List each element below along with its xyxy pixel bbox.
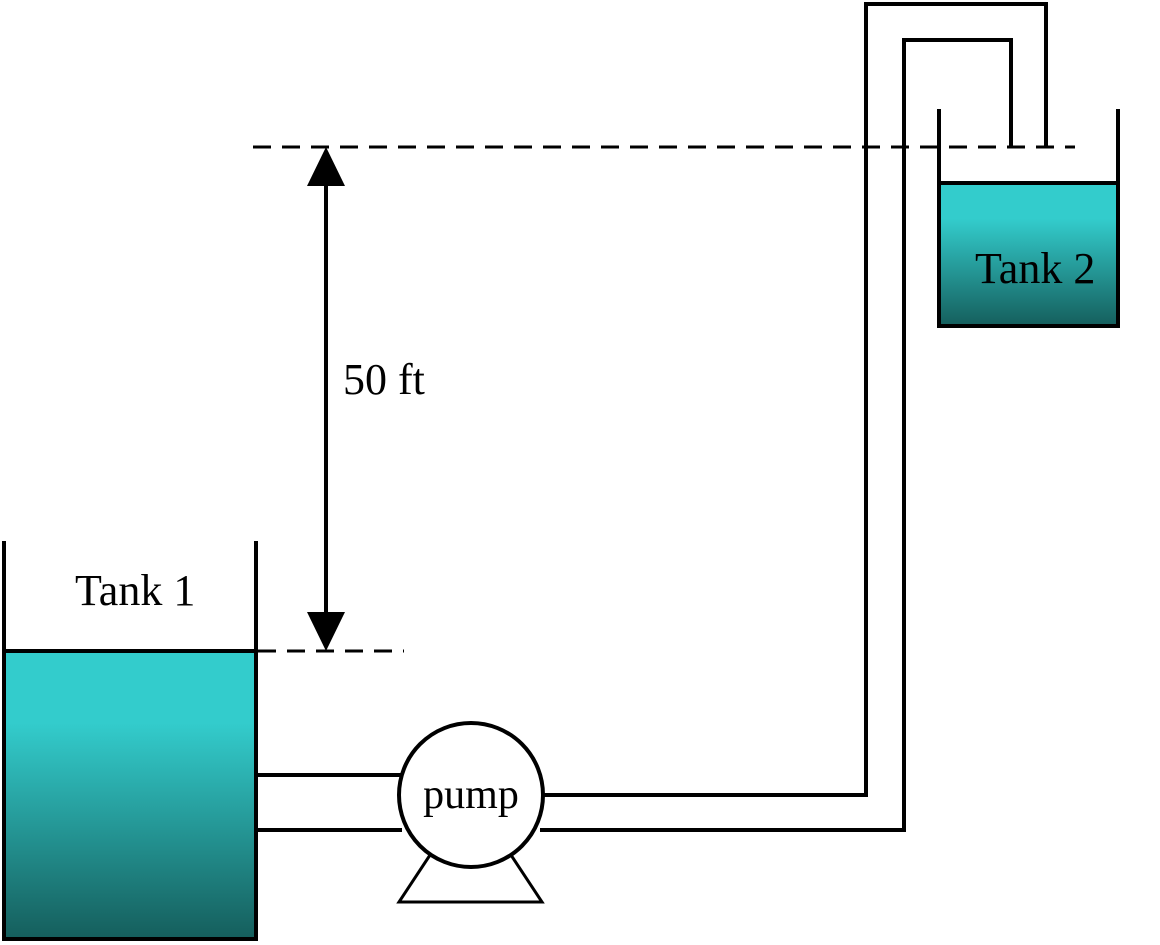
arrow-down-icon <box>307 612 345 651</box>
arrow-up-icon <box>307 147 345 186</box>
tank-2: Tank 2 <box>937 109 1120 328</box>
tank-1-water <box>4 651 256 939</box>
tank-1-walls <box>2 541 258 941</box>
height-label: 50 ft <box>343 355 425 404</box>
pump: pump <box>396 721 545 904</box>
pump-label: pump <box>423 772 519 818</box>
pump-body <box>397 721 545 869</box>
height-dimension: 50 ft <box>307 147 425 651</box>
tank-2-walls <box>937 109 1120 328</box>
tank-1-label: Tank 1 <box>75 566 195 615</box>
tank-2-water <box>939 183 1118 326</box>
tank-2-label: Tank 2 <box>975 244 1095 293</box>
suction-pipe <box>256 773 402 832</box>
discharge-pipe <box>540 2 1048 832</box>
tank-1: Tank 1 <box>2 541 258 941</box>
